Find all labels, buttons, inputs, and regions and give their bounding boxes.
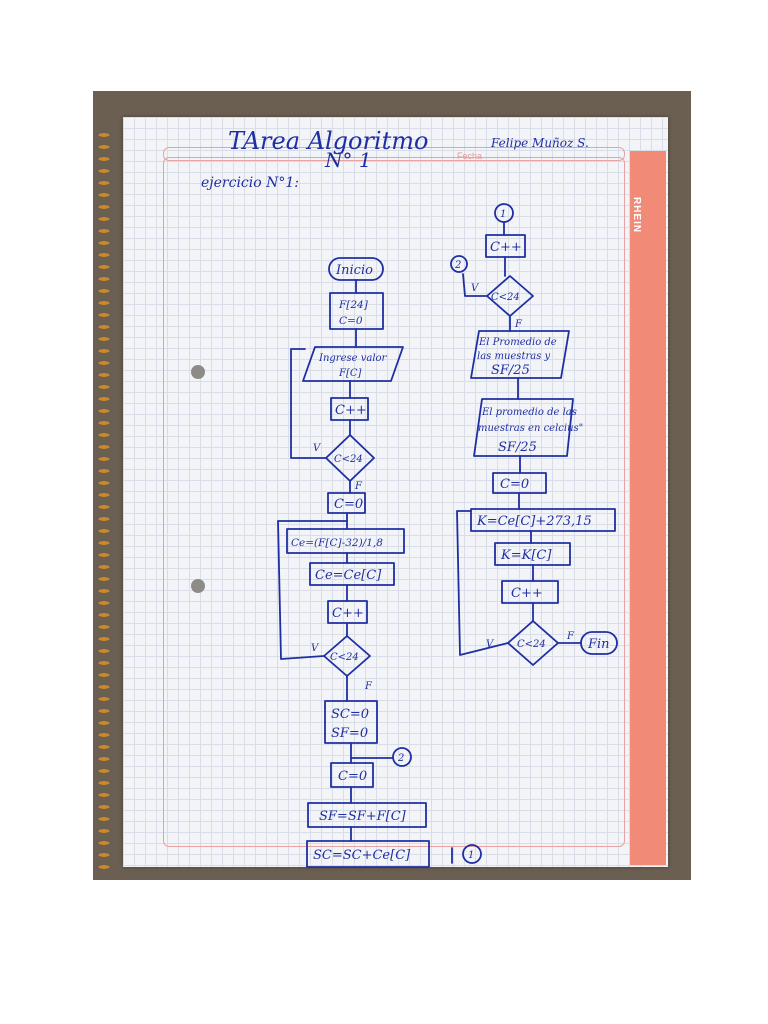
init-line-1: F[24] bbox=[338, 299, 369, 311]
output-1-line-1: El Promedio de bbox=[478, 337, 557, 348]
decision-label-3: C<24 bbox=[491, 292, 520, 303]
loop-back-2 bbox=[277, 520, 348, 660]
sum-init-line-2: SF=0 bbox=[331, 726, 368, 741]
true-label: V bbox=[311, 643, 320, 654]
connector-1-right-label: 1 bbox=[500, 209, 506, 220]
decision-label-2: C<24 bbox=[330, 652, 359, 663]
output-parallelogram-2 bbox=[473, 398, 574, 457]
loop-back-3 bbox=[462, 273, 488, 297]
fecha-label: Fecha bbox=[457, 151, 483, 161]
reset-label-1: C=0 bbox=[334, 497, 363, 512]
output-2-line-3: SF/25 bbox=[498, 440, 537, 455]
init-line-2: C=0 bbox=[339, 315, 363, 327]
page-margin-frame bbox=[163, 157, 625, 847]
connector-1-left bbox=[462, 844, 482, 864]
loop-back-1 bbox=[290, 348, 327, 459]
assign-process bbox=[309, 562, 395, 586]
exercise-label: ejercicio N°1: bbox=[201, 175, 299, 191]
increment-process-4 bbox=[501, 580, 559, 604]
decision-label-1: C<24 bbox=[334, 454, 363, 465]
notebook-page: Fecha RHEIN bbox=[123, 117, 668, 867]
input-parallelogram bbox=[302, 346, 404, 382]
side-strip bbox=[630, 151, 666, 865]
punch-hole-top bbox=[191, 365, 205, 379]
kelvin-calc-label: K=Ce[C]+273,15 bbox=[476, 514, 592, 529]
punch-hole-bottom bbox=[191, 579, 205, 593]
assign-label: Ce=Ce[C] bbox=[315, 568, 382, 583]
flowchart: TArea Algoritmo N° 1 Felipe Muñoz S. eje… bbox=[201, 127, 618, 868]
connector-2-left bbox=[392, 747, 412, 767]
input-line-2: F[C] bbox=[338, 368, 361, 379]
decision-4 bbox=[507, 620, 559, 666]
connector-2-right bbox=[450, 255, 468, 273]
kelvin-assign-label: K=K[C] bbox=[500, 548, 552, 563]
output-2-line-2: muestras en celcius" bbox=[478, 423, 583, 434]
reset-process-2 bbox=[330, 762, 374, 788]
sum-c-process bbox=[306, 840, 430, 868]
increment-label-3: C++ bbox=[490, 240, 522, 255]
decision-label-4: C<24 bbox=[517, 639, 546, 650]
output-1-line-2: las muestras y bbox=[477, 351, 551, 362]
false-label: F bbox=[364, 681, 373, 692]
kelvin-calc-process bbox=[470, 508, 616, 532]
true-label: V bbox=[471, 283, 480, 294]
true-label: V bbox=[313, 443, 322, 454]
output-parallelogram-1 bbox=[470, 330, 570, 379]
sum-f-process bbox=[307, 802, 427, 828]
sum-c-label: SC=SC+Ce[C] bbox=[313, 848, 411, 863]
false-label: F bbox=[566, 631, 575, 642]
increment-label-2: C++ bbox=[332, 606, 364, 621]
end-label: Fin bbox=[587, 637, 610, 652]
author-name: Felipe Muñoz S. bbox=[490, 136, 589, 150]
title-number: N° 1 bbox=[324, 148, 372, 172]
start-label: Inicio bbox=[335, 263, 373, 278]
loop-back-4 bbox=[456, 510, 509, 656]
celsius-calc-label: Ce=(F[C]-32)/1,8 bbox=[291, 537, 383, 549]
output-2-line-1: El promedio de las bbox=[481, 407, 577, 418]
increment-label-4: C++ bbox=[511, 586, 543, 601]
connector-2-left-label: 2 bbox=[397, 753, 404, 764]
input-line-1: Ingrese valor bbox=[318, 353, 388, 364]
spiral-binding bbox=[93, 131, 115, 871]
sum-f-label: SF=SF+F[C] bbox=[319, 809, 407, 824]
increment-label-1: C++ bbox=[335, 403, 367, 418]
output-1-line-3: SF/25 bbox=[491, 363, 530, 378]
reset-label-3: C=0 bbox=[500, 477, 529, 492]
false-label: F bbox=[354, 481, 363, 492]
celsius-calc-process bbox=[286, 528, 405, 554]
notebook-photo: Fecha RHEIN TArea Algoritmo N° 1 Felipe … bbox=[93, 91, 691, 880]
reset-label-2: C=0 bbox=[338, 769, 367, 784]
page-title: TArea Algoritmo bbox=[228, 127, 428, 155]
connector-1-left-label: 1 bbox=[468, 850, 474, 861]
sum-init-line-1: SC=0 bbox=[331, 707, 369, 722]
end-terminal bbox=[580, 631, 618, 655]
connector-2-right-label: 2 bbox=[454, 260, 461, 271]
true-label: V bbox=[486, 639, 495, 650]
false-label: F bbox=[514, 319, 523, 330]
header-line bbox=[163, 147, 625, 161]
